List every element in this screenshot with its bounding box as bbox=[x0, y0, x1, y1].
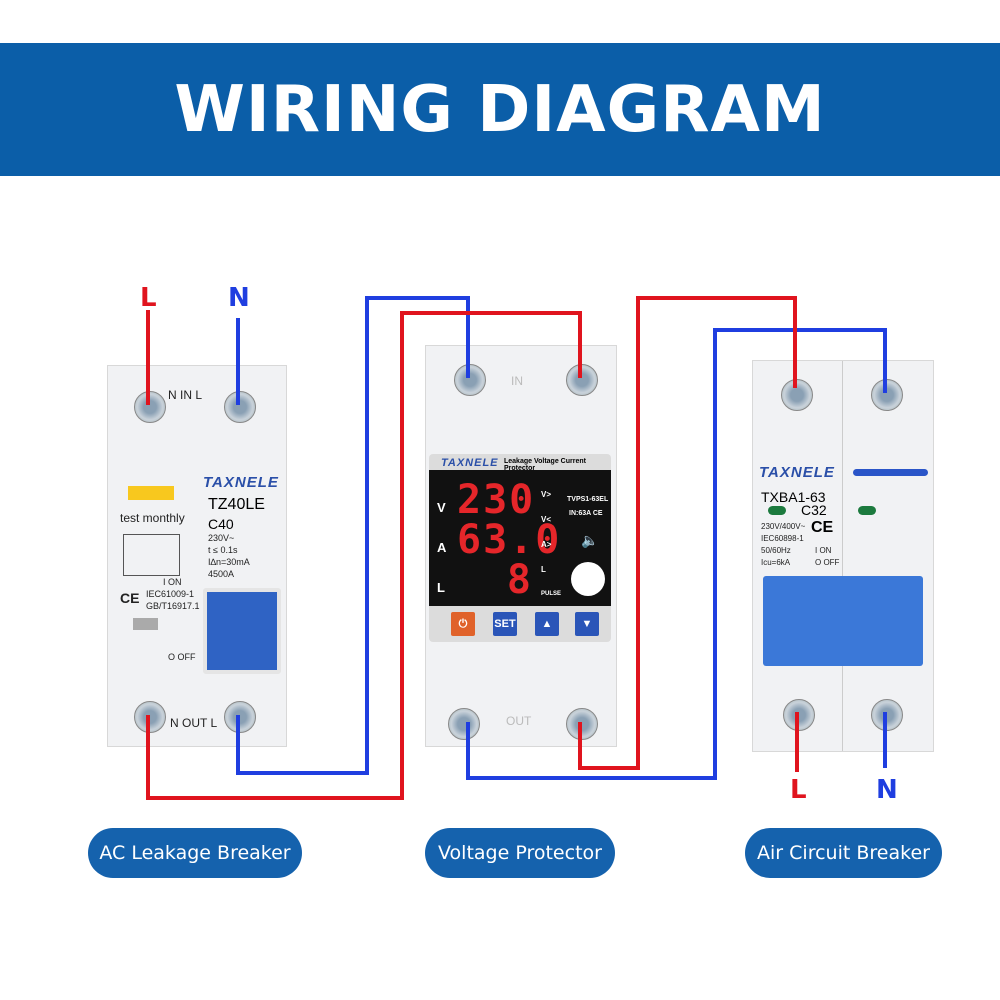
output-terminal-label: N OUT L bbox=[170, 716, 218, 730]
output-neutral-label: N bbox=[876, 775, 898, 805]
brand-logo: TAXNELE bbox=[759, 464, 835, 481]
product-subtitle: Leakage Voltage Current Protector bbox=[504, 458, 586, 472]
speaker-icon: 🔈 bbox=[581, 532, 599, 548]
toggle-lever[interactable] bbox=[763, 576, 923, 666]
standard: GB/T16917.1 bbox=[146, 601, 200, 611]
neutral-wire bbox=[466, 328, 887, 780]
ce-mark: CE bbox=[120, 590, 140, 606]
row-label: V bbox=[437, 500, 446, 515]
front-panel: TAXNELE Leakage Voltage Current Protecto… bbox=[429, 454, 611, 642]
off-label: O OFF bbox=[815, 558, 840, 567]
on-off: I ON O OFF bbox=[815, 545, 839, 569]
brand-logo: TAXNELE bbox=[203, 474, 279, 491]
live-wire bbox=[578, 296, 797, 770]
caption-ac-leakage-breaker: AC Leakage Breaker bbox=[88, 828, 302, 878]
on-label: I ON bbox=[163, 577, 182, 587]
screw-terminal-icon bbox=[448, 708, 480, 740]
voltage: 230V/400V~ bbox=[761, 522, 806, 531]
caption-air-circuit-breaker: Air Circuit Breaker bbox=[745, 828, 942, 878]
toggle-lever[interactable] bbox=[203, 588, 281, 674]
off-label: O OFF bbox=[168, 652, 196, 662]
page-title: WIRING DIAGRAM bbox=[174, 72, 826, 147]
down-button[interactable]: ▼ bbox=[575, 612, 599, 636]
pole-divider bbox=[842, 361, 843, 751]
leak-current: I∆n=30mA bbox=[208, 557, 250, 567]
breaking-capacity: 4500A bbox=[208, 569, 235, 579]
neutral-wire bbox=[236, 296, 470, 775]
indicator-window bbox=[133, 618, 158, 630]
trip-time: t ≤ 0.1s bbox=[208, 545, 238, 555]
indicators: V> V< A> L PULSE bbox=[541, 482, 561, 607]
row-label: A bbox=[437, 540, 447, 555]
voltage-reading: 230 bbox=[457, 477, 536, 523]
ce-mark: CE bbox=[592, 510, 603, 517]
indicator-light bbox=[858, 506, 876, 515]
input-terminal-label: N IN L bbox=[168, 388, 203, 402]
model-label: TZ40LE bbox=[208, 496, 265, 513]
rating-label: IN:63A bbox=[569, 510, 591, 517]
output-live-label: L bbox=[790, 775, 807, 805]
brand-logo: TAXNELE bbox=[441, 457, 499, 469]
frequency: 50/60Hz bbox=[761, 546, 791, 555]
ac-leakage-breaker: N IN L TAXNELE TZ40LE test monthly C40 2… bbox=[107, 365, 287, 747]
out-label: OUT bbox=[506, 714, 532, 728]
test-button[interactable] bbox=[128, 486, 174, 500]
live-wire bbox=[146, 311, 582, 800]
breaking-capacity: Icu=6kA bbox=[761, 558, 791, 567]
standard: IEC60898-1 bbox=[761, 534, 804, 543]
indicator: PULSE bbox=[541, 591, 562, 597]
in-label: IN bbox=[511, 374, 523, 388]
set-button[interactable]: SET bbox=[493, 612, 517, 636]
indicator: V< bbox=[541, 515, 552, 524]
input-neutral-label: N bbox=[228, 283, 250, 313]
sound-grille-icon bbox=[571, 562, 605, 596]
ce-mark: CE bbox=[811, 519, 834, 536]
power-button[interactable]: ⏻ bbox=[451, 612, 475, 636]
blue-stripe bbox=[853, 469, 928, 476]
standard: IEC61009-1 bbox=[146, 589, 195, 599]
rating-label: C40 bbox=[208, 516, 234, 532]
test-label: test monthly bbox=[120, 511, 185, 525]
voltage-protector: IN TAXNELE Leakage Voltage Current Prote… bbox=[425, 345, 617, 747]
row-labels: V A L bbox=[437, 488, 446, 608]
on-label: I ON bbox=[815, 546, 832, 555]
indicator-light bbox=[768, 506, 786, 515]
indicator: A> bbox=[541, 540, 552, 549]
rating-line: IN:63A CE bbox=[569, 510, 603, 517]
leakage-reading: 8 bbox=[506, 557, 533, 603]
rating-label: C32 bbox=[801, 502, 827, 518]
screw-terminal-icon bbox=[871, 379, 903, 411]
voltage: 230V~ bbox=[208, 533, 235, 543]
model-label: TVPS1-63EL bbox=[567, 496, 609, 503]
circuit-schematic-icon bbox=[123, 534, 180, 576]
indicator: L bbox=[541, 565, 546, 574]
caption-voltage-protector: Voltage Protector bbox=[425, 828, 615, 878]
title-banner: WIRING DIAGRAM bbox=[0, 43, 1000, 176]
model-label: TXBA1-63 bbox=[761, 489, 826, 505]
up-button[interactable]: ▲ bbox=[535, 612, 559, 636]
row-label: L bbox=[437, 580, 445, 595]
indicator: V> bbox=[541, 490, 552, 499]
input-live-label: L bbox=[140, 283, 157, 313]
